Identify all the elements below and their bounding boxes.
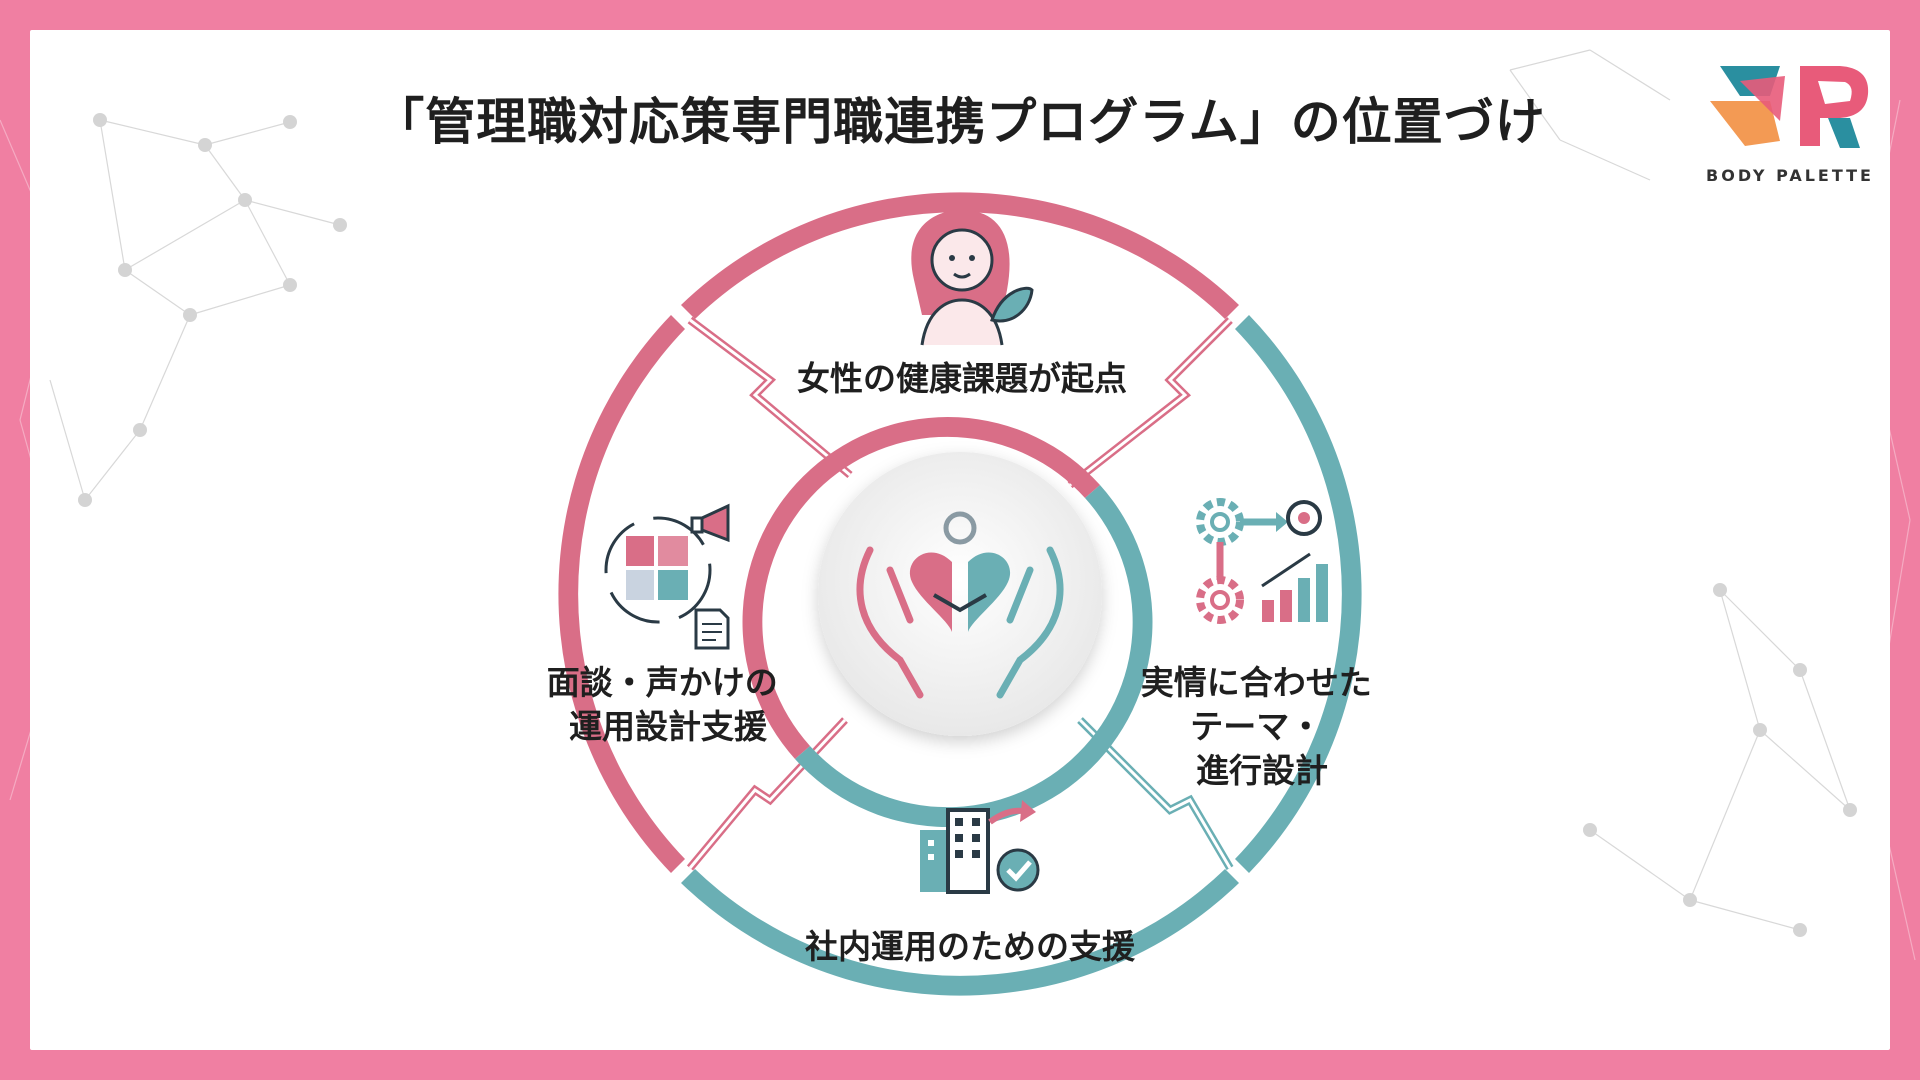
card-network-pattern xyxy=(49,49,1857,937)
slide-title: 「管理職対応策専門職連携プログラム」の位置づけ xyxy=(374,93,1546,151)
ring-arc-left xyxy=(558,315,685,873)
slide-card: 「管理職対応策専門職連携プログラム」の位置づけ BODY PALETTE xyxy=(30,30,1890,1050)
inner-ring-pink xyxy=(742,416,1100,759)
segment-label-right-line-2: テーマ・ xyxy=(1190,707,1322,746)
body-palette-logo-icon xyxy=(1710,66,1869,148)
inner-ring-teal xyxy=(795,485,1153,828)
program-cycle-diagram: 女性の健康課題が起点 実情に合わせた テー xyxy=(547,192,1384,996)
segment-label-left: 面談・声かけの 運用設計支援 xyxy=(547,663,790,746)
gears-target-growth-icon xyxy=(1196,498,1328,624)
building-check-arrow-icon xyxy=(920,800,1040,894)
segment-label-right-line-1: 実情に合わせた xyxy=(1141,663,1372,702)
segment-label-right-line-3: 進行設計 xyxy=(1196,751,1328,790)
segment-label-right: 実情に合わせた テーマ・ 進行設計 xyxy=(1141,663,1384,790)
ring-arc-right xyxy=(1235,315,1362,873)
outer-ring xyxy=(558,192,1362,996)
woman-with-leaf-icon xyxy=(911,210,1034,346)
inner-ring xyxy=(742,416,1153,828)
segment-bottom: 社内運用のための支援 xyxy=(805,800,1136,966)
center-disc xyxy=(818,452,1102,736)
segment-label-left-line-2: 運用設計支援 xyxy=(569,707,768,746)
ring-arc-top xyxy=(681,192,1239,319)
segment-right: 実情に合わせた テーマ・ 進行設計 xyxy=(1141,498,1384,790)
ring-arc-bottom xyxy=(681,869,1239,996)
body-palette-logo: BODY PALETTE xyxy=(1700,46,1890,216)
puzzle-cycle-megaphone-icon xyxy=(604,503,730,650)
segment-label-top: 女性の健康課題が起点 xyxy=(797,359,1127,398)
logo-brand-text: BODY PALETTE xyxy=(1706,166,1874,185)
segment-label-bottom: 社内運用のための支援 xyxy=(805,927,1136,966)
segment-top: 女性の健康課題が起点 xyxy=(797,210,1127,398)
hands-holding-heart-handshake-icon xyxy=(856,511,1064,699)
segment-left: 面談・声かけの 運用設計支援 xyxy=(547,503,790,746)
segment-label-left-line-1: 面談・声かけの xyxy=(547,663,778,702)
